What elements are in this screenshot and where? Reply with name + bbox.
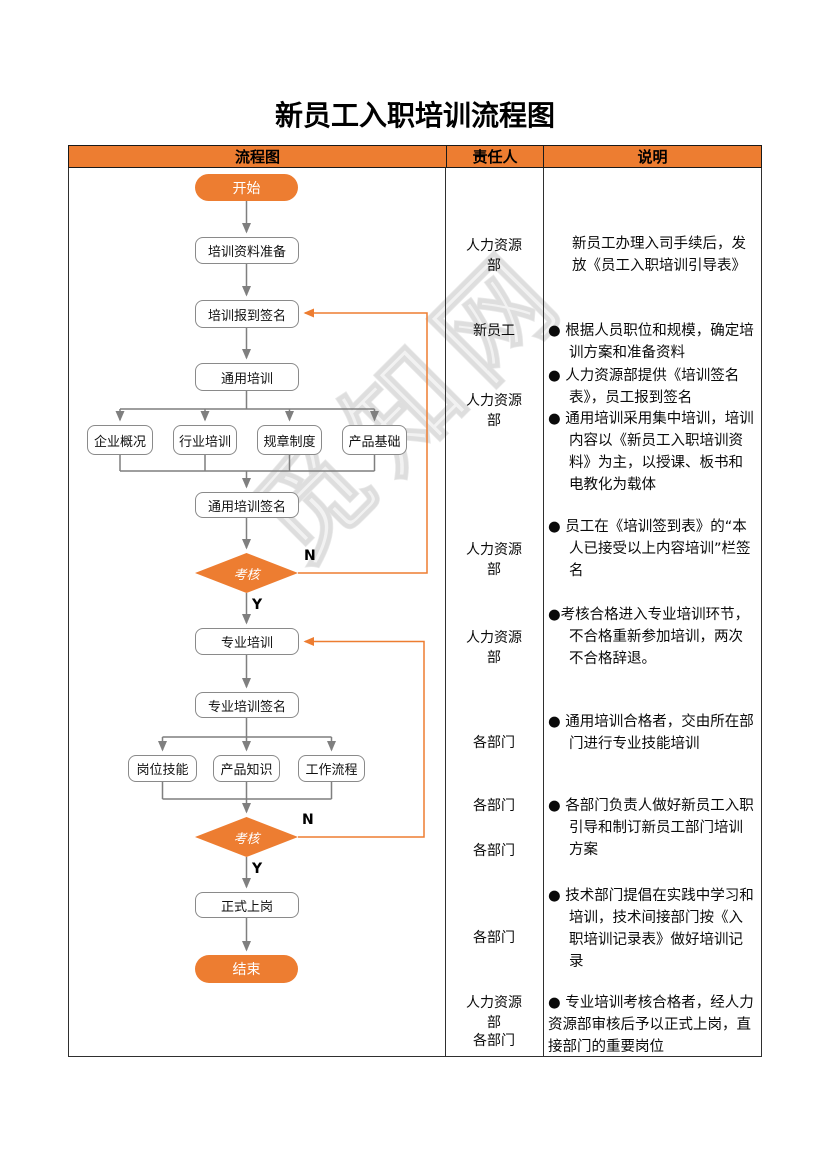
description-item: ● 通用培训采用集中培训，培训内容以《新员工入职培训资料》为主，以授课、板书和电… (548, 411, 754, 493)
responsible-entry: 人力资源部 (466, 238, 522, 274)
flow-topic-job-skills: 岗位技能 (128, 755, 197, 782)
responsible-entry: 各部门 (473, 1033, 515, 1049)
flow-topic-rules: 规章制度 (257, 425, 322, 455)
description-item: ● 人力资源部提供《培训签名表》，员工报到签名 (548, 368, 740, 406)
description-item: ● 员工在《培训签到表》的“本人已接受以上内容培训”栏签名 (548, 519, 751, 579)
responsible-entry: 人力资源部 (466, 542, 522, 578)
flow-step-checkin-sign: 培训报到签名 (195, 300, 299, 328)
description-item: ●考核合格进入专业培训环节，不合格重新参加培训，两次不合格辞退。 (548, 607, 750, 667)
responsible-entry: 各部门 (473, 930, 515, 946)
responsible-entry: 人力资源部 (466, 995, 522, 1031)
flow-step-professional-sign: 专业培训签名 (195, 692, 299, 718)
header-flowchart: 流程图 (234, 148, 280, 166)
responsible-entry: 各部门 (473, 843, 515, 859)
flow-topic-product-basics: 产品基础 (342, 425, 407, 455)
column-divider (445, 145, 446, 1057)
branch-label-no-1: N (304, 548, 316, 564)
description-item: ● 根据人员职位和规模，确定培训方案和准备资料 (548, 323, 754, 361)
flow-step-professional-training: 专业培训 (195, 628, 299, 655)
flow-step-material-prep: 培训资料准备 (195, 237, 299, 264)
description-item: ● 技术部门提倡在实践中学习和培训，技术间接部门按《入职培训记录表》做好培训记录 (548, 888, 754, 970)
branch-label-yes-1: Y (252, 597, 263, 613)
flow-step-general-training: 通用培训 (195, 363, 299, 391)
flow-topic-industry-training: 行业培训 (173, 425, 237, 455)
flow-topic-company-overview: 企业概况 (87, 425, 153, 455)
responsible-entry: 各部门 (473, 798, 515, 814)
flow-topic-product-knowledge: 产品知识 (213, 755, 280, 782)
flow-step-formal-onboard: 正式上岗 (195, 892, 299, 918)
responsible-entry: 人力资源部 (466, 630, 522, 666)
description-item: ● 各部门负责人做好新员工入职引导和制订新员工部门培训方案 (548, 798, 754, 858)
branch-label-no-2: N (302, 812, 314, 828)
description-item: ● 专业培训考核合格者，经人力资源部审核后予以正式上岗，直接部门的重要岗位 (548, 995, 754, 1055)
column-divider (543, 145, 544, 1057)
branch-label-yes-2: Y (252, 861, 263, 877)
flow-topic-work-process: 工作流程 (298, 755, 365, 782)
header-description: 说明 (637, 148, 668, 166)
flow-start-node: 开始 (195, 174, 298, 201)
description-item: ● 通用培训合格者，交由所在部门进行专业技能培训 (548, 714, 754, 752)
table-header-row: 流程图 责任人 说明 (68, 145, 762, 168)
page-title: 新员工入职培训流程图 (274, 99, 555, 132)
responsible-entry: 各部门 (473, 735, 515, 751)
responsible-entry: 新员工 (473, 323, 515, 339)
responsible-entry: 人力资源部 (466, 393, 522, 429)
flow-step-general-sign: 通用培训签名 (195, 492, 299, 518)
description-item: 新员工办理入司手续后，发放《员工入职培训引导表》 (572, 236, 746, 274)
flow-end-node: 结束 (195, 955, 298, 983)
header-responsible: 责任人 (446, 146, 544, 167)
